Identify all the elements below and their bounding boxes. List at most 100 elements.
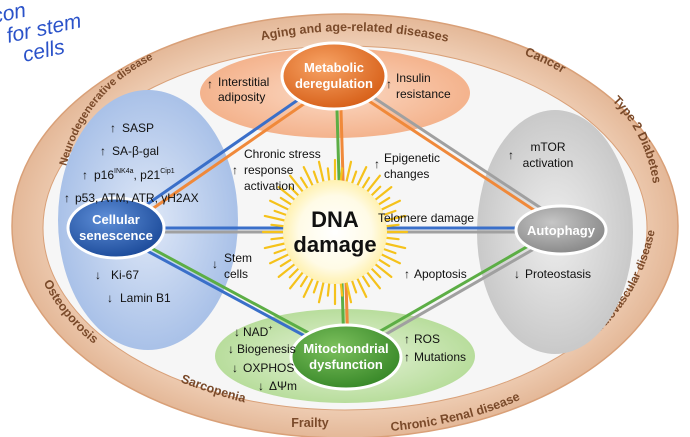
arrow-up-icon: ↑ (110, 121, 116, 135)
metabolic-hub: Metabolic deregulation (280, 41, 388, 111)
mitochondrial-hub: Mitochondrial dysfunction (289, 323, 403, 391)
label-chronic-2: response (244, 163, 294, 177)
sun-ray (317, 279, 325, 304)
arrow-up-icon: ↑ (232, 163, 238, 177)
metabolic-hub-line2: deregulation (295, 76, 373, 91)
label-chronic-3: activation (244, 179, 295, 193)
sun-ray (273, 247, 289, 255)
sun-ray (299, 273, 310, 288)
sun-ray (326, 167, 331, 184)
label-oxphos: OXPHOS (243, 361, 294, 375)
arrow-down-icon: ↓ (228, 342, 234, 356)
senescence-hub-line2: senescence (79, 228, 153, 243)
sun-ray (302, 166, 315, 189)
center-label-line2: damage (293, 232, 376, 257)
sun-ray (350, 170, 358, 186)
sun-ray (381, 247, 397, 255)
label-mtor-1: mTOR (530, 140, 565, 154)
arrow-down-icon: ↓ (514, 267, 520, 281)
sun-ray (369, 266, 382, 279)
sun-ray (365, 174, 381, 195)
sun-ray (277, 186, 298, 202)
sun-ray (289, 174, 305, 195)
label-epigenetic-2: changes (384, 167, 429, 181)
autophagy-hub-label: Autophagy (527, 223, 596, 238)
sun-ray (355, 275, 368, 298)
label-insulin-1: Insulin (396, 71, 431, 85)
arrow-up-icon: ↑ (64, 191, 70, 205)
senescence-hub: Cellular senescence (66, 196, 166, 260)
sun-ray (365, 269, 381, 290)
sun-ray (383, 223, 400, 228)
sun-ray (263, 214, 288, 222)
sun-ray (378, 252, 401, 265)
label-delta-psi-m: ΔΨm (269, 379, 297, 393)
label-ros: ROS (414, 332, 440, 346)
sun-ray (345, 160, 353, 185)
label-mutations: Mutations (414, 350, 466, 364)
sun-ray (339, 280, 344, 297)
sun-ray (299, 176, 310, 191)
label-biogenesis: Biogenesis (237, 342, 296, 356)
handwritten-note: con for stem cells (0, 0, 83, 67)
center-label-line1: DNA (311, 207, 359, 232)
sun-ray (279, 196, 294, 207)
label-mtor-2: activation (523, 156, 574, 170)
sun-ray (383, 236, 400, 241)
sun-ray (263, 242, 288, 250)
sun-ray (279, 257, 294, 268)
sun-ray (382, 214, 407, 222)
sun-ray (382, 242, 407, 250)
label-interstitial-1: Interstitial (218, 75, 269, 89)
sun-ray (269, 199, 292, 212)
label-insulin-2: resistance (396, 87, 451, 101)
arrow-down-icon: ↓ (212, 257, 218, 271)
label-stem-1: Stem (224, 251, 252, 265)
arrow-up-icon: ↑ (404, 267, 410, 281)
label-p16: p16INK4a, p21Cip1 (94, 168, 175, 182)
arrow-up-icon: ↑ (508, 148, 514, 162)
arrow-up-icon: ↑ (207, 77, 213, 91)
sun-ray (269, 252, 292, 265)
arrow-up-icon: ↑ (386, 77, 392, 91)
sun-ray (369, 185, 382, 198)
sun-ray (277, 262, 298, 278)
arrow-down-icon: ↓ (232, 361, 238, 375)
center-annotations: Chronic stress ↑ response activation ↑ E… (212, 147, 474, 281)
arrow-down-icon: ↓ (107, 291, 113, 305)
sun-ray (360, 176, 371, 191)
arrow-up-icon: ↑ (404, 350, 410, 364)
sun-ray (376, 257, 391, 268)
sun-ray (289, 269, 305, 290)
sun-ray (355, 166, 368, 189)
sun-ray (270, 236, 287, 241)
sun-ray (273, 209, 289, 217)
sun-ray (312, 170, 320, 186)
label-stem-2: cells (224, 267, 248, 281)
label-epigenetic-1: Epigenetic (384, 151, 440, 165)
label-apoptosis: Apoptosis (414, 267, 467, 281)
autophagy-hub: Autophagy (514, 204, 608, 256)
sun-ray (339, 167, 344, 184)
sun-ray (312, 278, 320, 294)
sun-ray (345, 279, 353, 304)
mitochondrial-hub-line1: Mitochondrial (303, 341, 388, 356)
sun-ray (372, 262, 393, 278)
ring-label-frailty: Frailty (291, 416, 329, 430)
dna-damage-sun: DNA damage (261, 158, 409, 306)
label-proteostasis: Proteostasis (525, 267, 591, 281)
sun-ray (288, 266, 301, 279)
label-sa-beta-gal: SA-β-gal (112, 144, 159, 158)
sun-ray (288, 185, 301, 198)
label-sasp: SASP (122, 121, 154, 135)
label-nad: NAD+ (243, 325, 272, 339)
arrow-down-icon: ↓ (258, 379, 264, 393)
label-chronic-1: Chronic stress (244, 147, 321, 161)
label-interstitial-2: adiposity (218, 90, 265, 104)
metabolic-annotations: ↑ Interstitial adiposity ↑ Insulin resis… (207, 71, 451, 104)
sun-ray (302, 275, 315, 298)
sun-ray (372, 186, 393, 202)
sun-ray (326, 280, 331, 297)
senescence-annotations: ↑ SASP ↑ SA-β-gal ↑ p16INK4a, p21Cip1 ↑ … (64, 121, 199, 305)
